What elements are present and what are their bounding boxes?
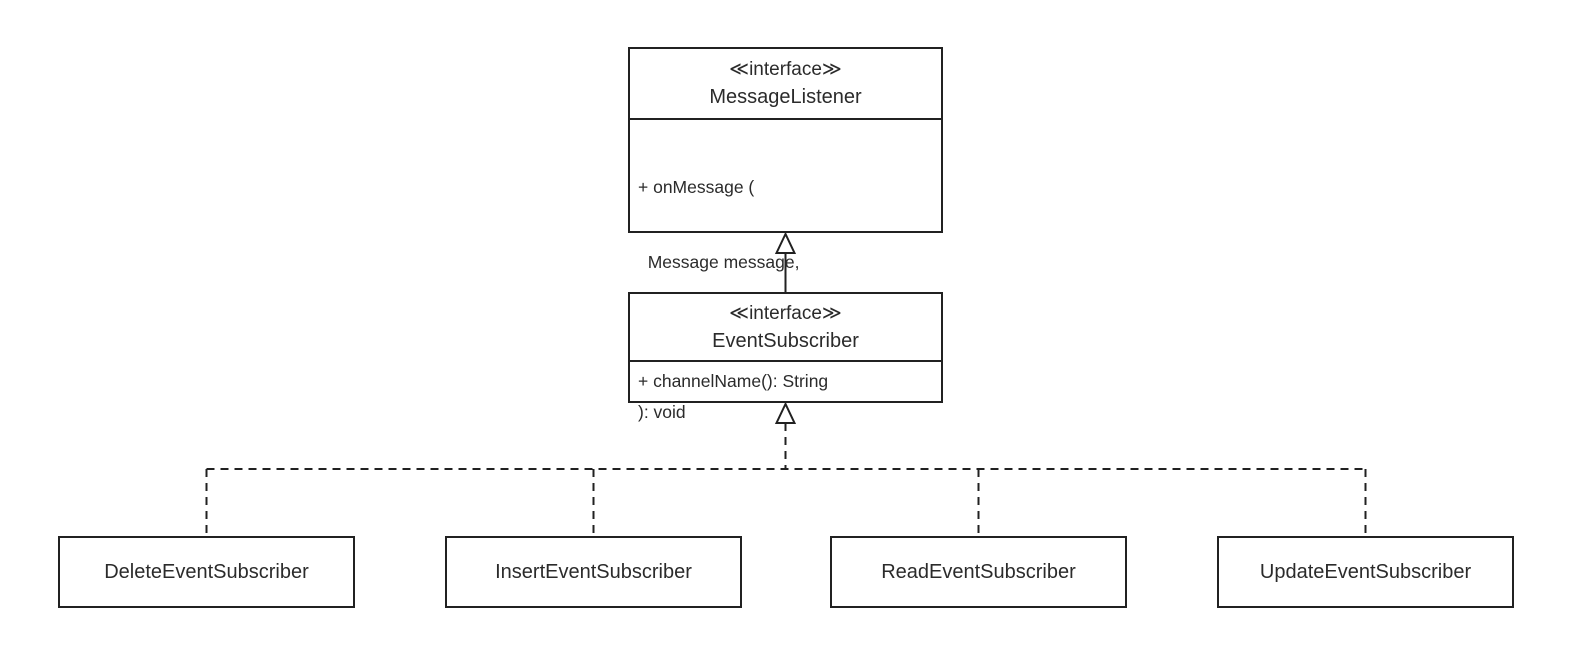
class-name-label: InsertEventSubscriber [495, 560, 692, 583]
class-header: ≪interface≫ EventSubscriber [630, 294, 941, 362]
method-line: + channelName(): String [638, 371, 829, 391]
class-node-insert-event-subscriber[interactable]: InsertEventSubscriber [445, 536, 742, 608]
class-node-update-event-subscriber[interactable]: UpdateEventSubscriber [1217, 536, 1514, 608]
method-line: + onMessage ( [638, 177, 755, 197]
class-node-read-event-subscriber[interactable]: ReadEventSubscriber [830, 536, 1127, 608]
class-name-label: EventSubscriber [712, 329, 859, 352]
class-name-label: UpdateEventSubscriber [1259, 560, 1472, 583]
class-name-label: MessageListener [709, 86, 862, 108]
class-name-label: ReadEventSubscriber [881, 560, 1076, 583]
method-line: ): void [638, 402, 686, 422]
method-line: Message message, [638, 252, 800, 272]
stereotype-label: ≪interface≫ [729, 59, 842, 80]
class-name-label: DeleteEventSubscriber [104, 560, 309, 583]
class-node-event-subscriber[interactable]: ≪interface≫ EventSubscriber + channelNam… [628, 292, 943, 403]
stereotype-label: ≪interface≫ [729, 302, 842, 324]
class-header: ≪interface≫ MessageListener [630, 49, 941, 120]
methods-compartment: + channelName(): String [630, 362, 941, 401]
class-node-delete-event-subscriber[interactable]: DeleteEventSubscriber [58, 536, 355, 608]
class-node-message-listener[interactable]: ≪interface≫ MessageListener + onMessage … [628, 47, 943, 422]
